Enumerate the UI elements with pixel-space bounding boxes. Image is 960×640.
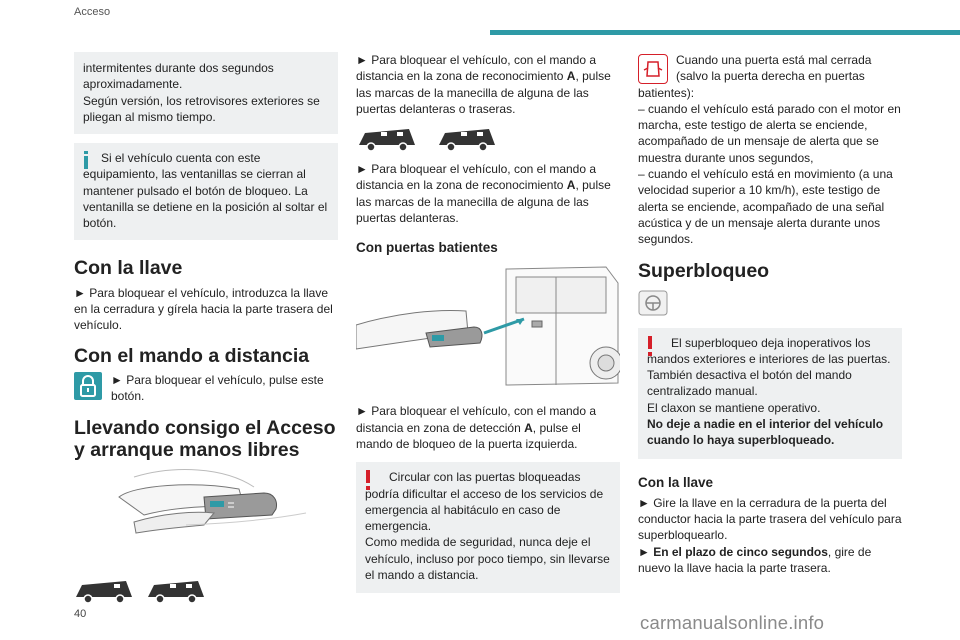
warning-text-1: Circular con las puertas bloqueadas podr… <box>365 470 604 534</box>
watermark: carmanualsonline.info <box>640 612 825 633</box>
info-note-text: Si el vehículo cuenta con este equipamie… <box>83 151 328 231</box>
info-note: Si el vehículo cuenta con este equipamie… <box>74 143 338 240</box>
rear-door-illustration <box>355 263 623 395</box>
steering-icon-wrap <box>638 290 902 316</box>
section-title: Acceso <box>74 6 111 18</box>
five-seconds-rest: , gire de nuevo la llave hacia la parte … <box>638 544 872 575</box>
vehicle-icons-row-2 <box>356 125 620 155</box>
box-line-2: aproximadamente. <box>83 77 183 92</box>
van-short-icon <box>76 581 132 604</box>
para-key-lock: ► Para bloquear el vehículo, introduzca … <box>74 285 333 333</box>
para-door-badly-closed: Cuando una puerta está mal cerrada (salv… <box>638 53 872 100</box>
van-long-icon <box>148 581 204 604</box>
superlock-text-2: El claxon se mantiene operativo. <box>647 400 821 415</box>
vehicle-icons-row <box>74 577 338 607</box>
column-left: intermitentes durante dos segundos aprox… <box>74 52 338 607</box>
page-number: 40 <box>74 608 87 620</box>
heading-puertas-batientes: Con puertas batientes <box>356 240 498 256</box>
p3-text-end: , pulse el mando de bloqueo de la puerta… <box>356 420 581 451</box>
info-icon <box>83 151 91 173</box>
warning-note-superlock: El superbloqueo deja inoperativos los ma… <box>638 327 902 459</box>
para-remote-lock: ► Para bloquear el vehículo, pulse este … <box>111 372 324 403</box>
door-open-warning: Cuando una puerta está mal cerrada (salv… <box>638 52 902 101</box>
warning-text-2: Como medida de seguridad, nunca deje el … <box>365 535 610 583</box>
hand-on-door-handle-illustration <box>118 469 307 534</box>
warning-icon <box>647 335 655 360</box>
remote-row: ► Para bloquear el vehículo, pulse este … <box>74 371 338 405</box>
para-moving: – cuando el vehículo está en movimiento … <box>638 167 893 247</box>
para-five-seconds: ► En el plazo de cinco segundos, gire de… <box>638 544 902 577</box>
para-superlock-key: ► Gire la llave en la cerradura de la pu… <box>638 495 902 543</box>
column-middle: ► Para bloquear el vehículo, con el mand… <box>355 52 623 594</box>
heading-manos-libres: Llevando consigo el Acceso y arranque ma… <box>74 417 336 462</box>
door-open-warning-icon <box>638 54 668 84</box>
header-accent-bar <box>490 30 960 35</box>
para-handle-front-rear: ► Para bloquear el vehículo, con el mand… <box>356 52 620 117</box>
p2-text: ► Para bloquear el vehículo, con el mand… <box>356 162 597 193</box>
para-left-door: ► Para bloquear el vehículo, con el mand… <box>356 403 620 452</box>
p2-zone: A <box>566 178 576 193</box>
heading-superbloqueo: Superbloqueo <box>638 259 770 282</box>
superlock-text-1: El superbloqueo deja inoperativos los ma… <box>647 335 891 399</box>
five-seconds-bold: ► En el plazo de cinco segundos <box>638 544 828 559</box>
p1-zone: A <box>566 69 576 84</box>
heading-con-la-llave: Con la llave <box>74 256 183 279</box>
box-line-4: pliegan al mismo tiempo. <box>83 109 216 124</box>
p1-text-end: , pulse las marcas de la manecilla de al… <box>356 69 611 116</box>
column-right: Cuando una puerta está mal cerrada (salv… <box>638 52 902 576</box>
para-engine-running: – cuando el vehículo está parado con el … <box>638 101 901 165</box>
continuation-box: intermitentes durante dos segundos aprox… <box>74 52 338 135</box>
heading-con-la-llave-2: Con la llave <box>638 474 714 490</box>
box-line-1: intermitentes durante dos segundos <box>83 61 274 75</box>
p3-text: ► Para bloquear el vehículo, con el mand… <box>356 404 597 435</box>
van-long-icon <box>439 129 495 152</box>
p3-zone: A <box>524 420 533 435</box>
padlock-icon <box>74 371 102 400</box>
superlock-text-3: No deje a nadie en el interior del vehíc… <box>647 417 884 448</box>
para-handle-front: ► Para bloquear el vehículo, con el mand… <box>356 161 620 226</box>
warning-icon <box>365 470 373 494</box>
heading-mando-distancia: Con el mando a distancia <box>74 344 310 367</box>
warning-note-emergency: Circular con las puertas bloqueadas podr… <box>356 462 620 594</box>
p1-text: ► Para bloquear el vehículo, con el mand… <box>356 53 597 84</box>
van-short-icon <box>359 129 415 152</box>
hand-rear-door-illustration <box>355 266 623 386</box>
steering-wheel-icon <box>638 290 668 316</box>
handle-illustration <box>74 467 338 617</box>
box-line-3: Según versión, los retrovisores exterior… <box>83 93 320 108</box>
p2-text-end: , pulse las marcas de la manecilla de al… <box>356 178 611 226</box>
